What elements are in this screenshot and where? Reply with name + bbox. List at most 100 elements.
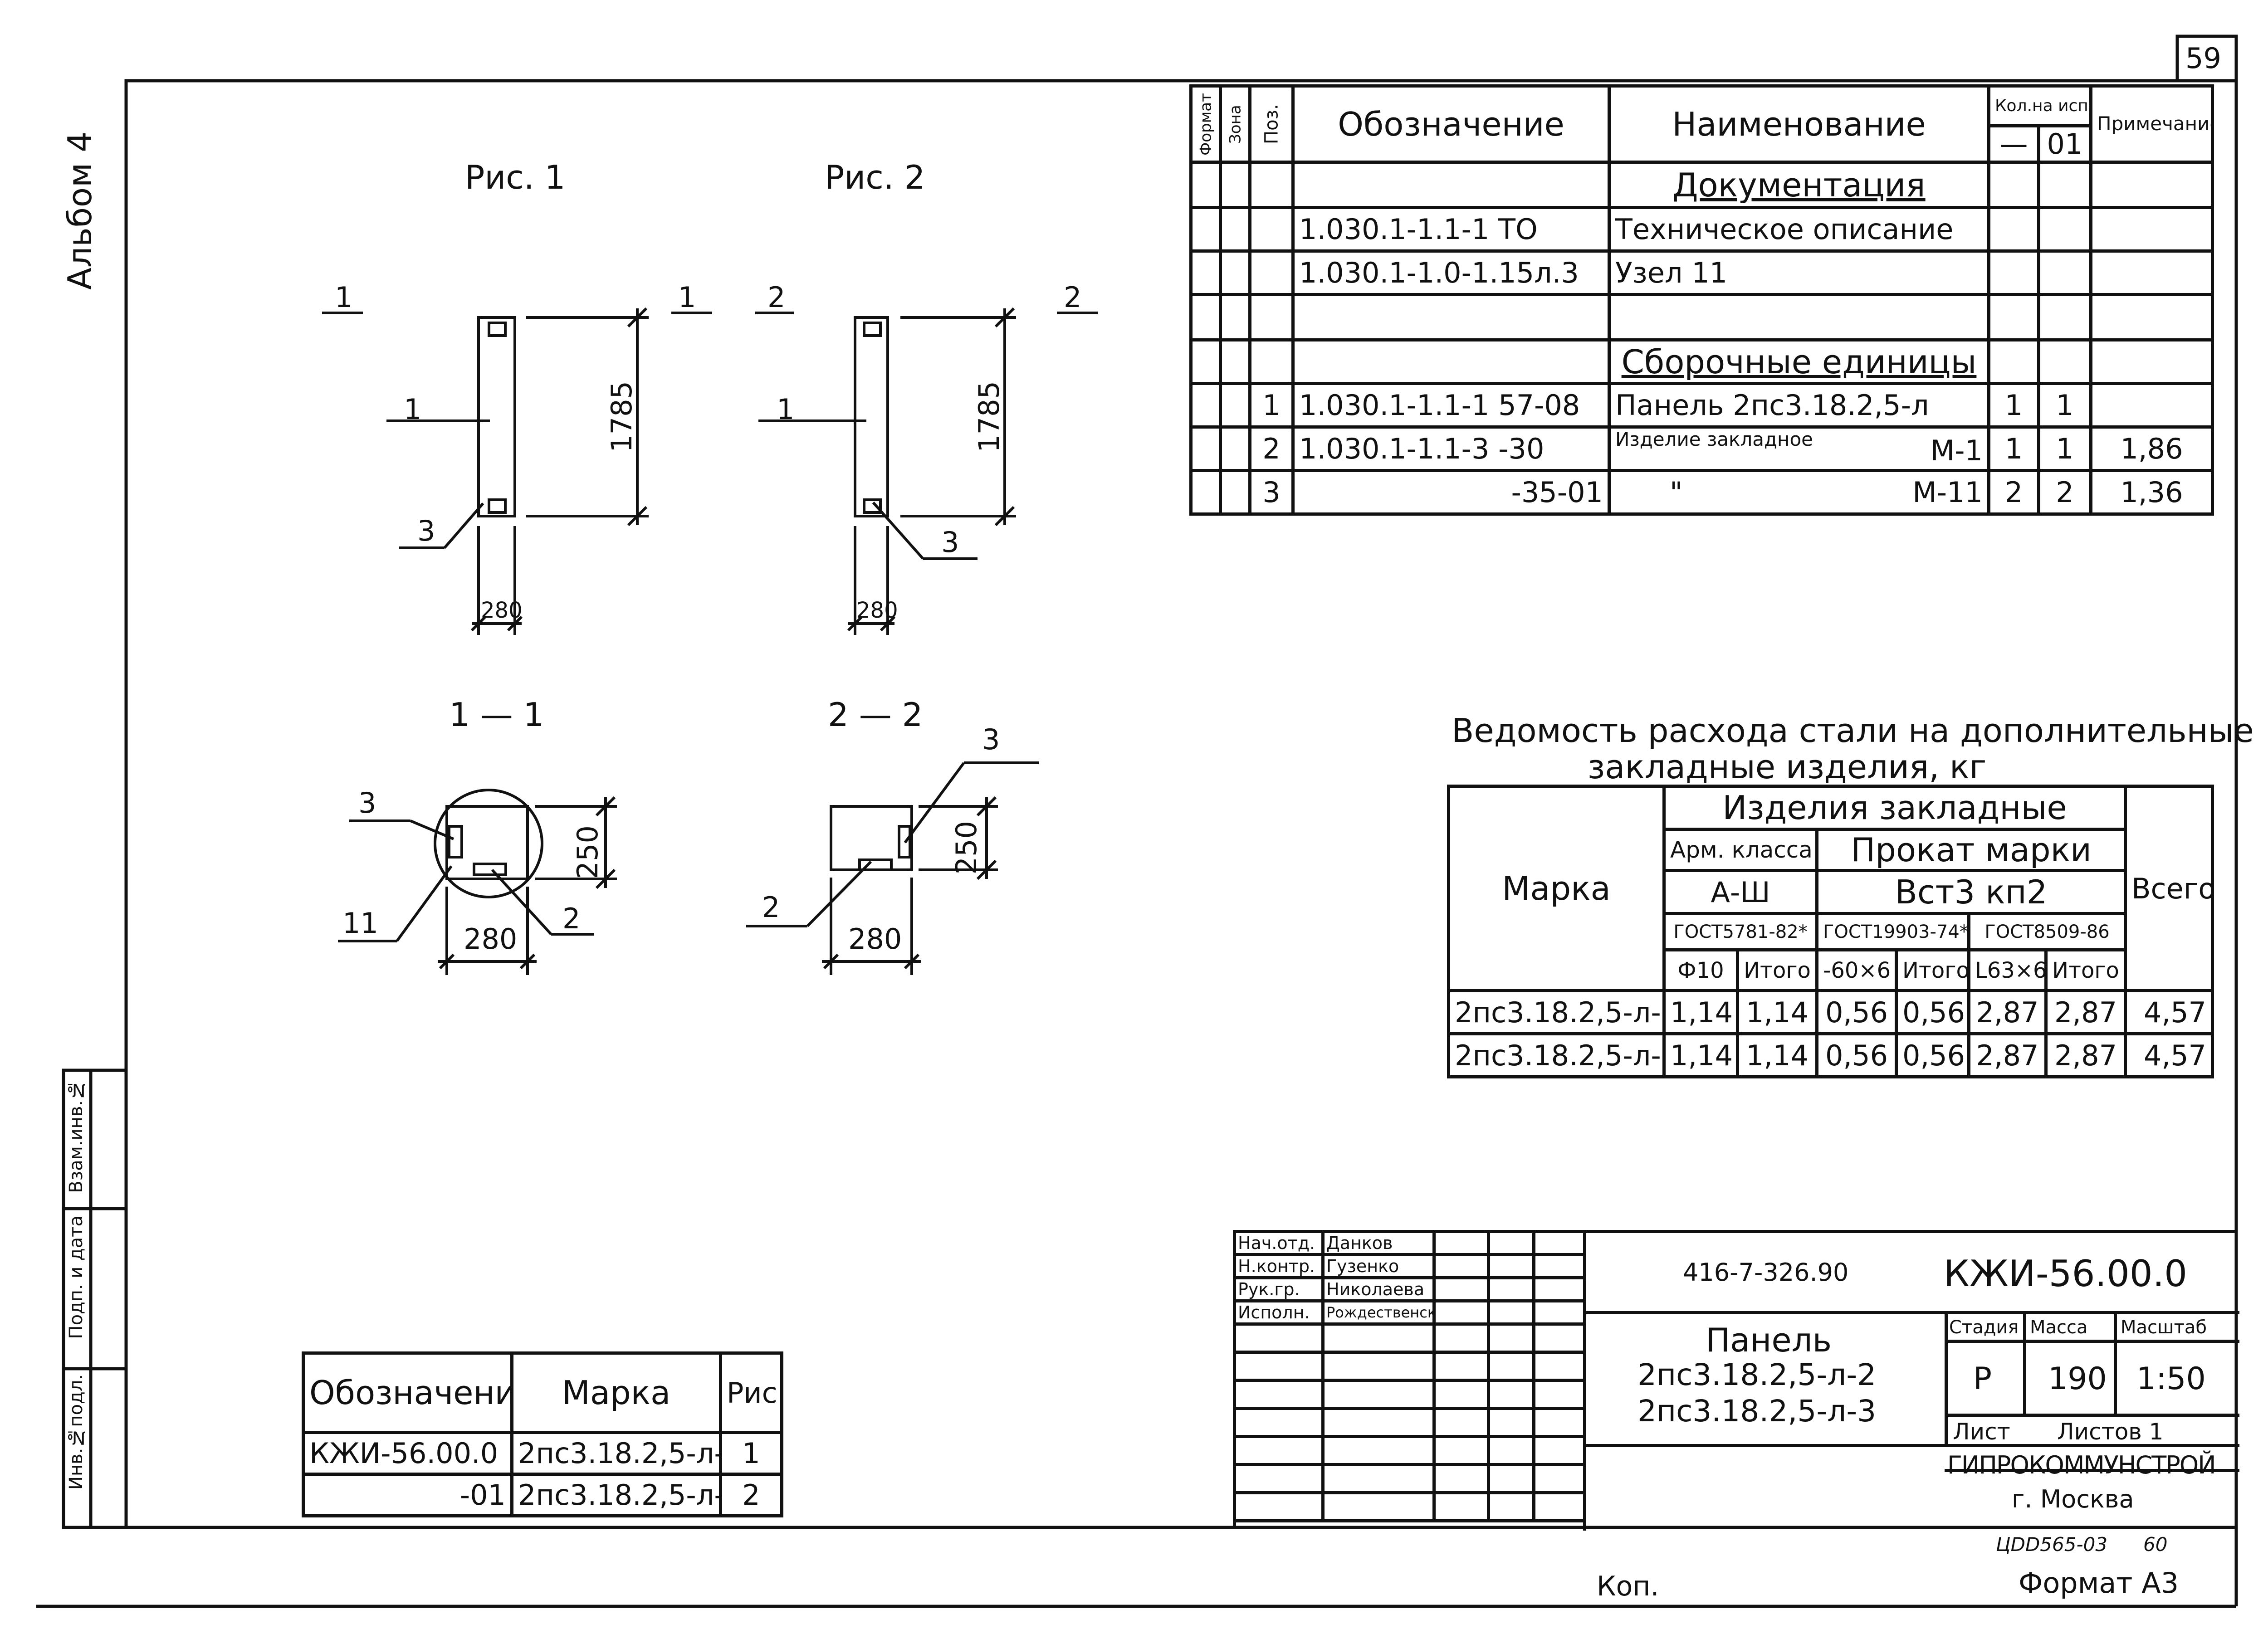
sec22-callout-2: 2	[762, 891, 780, 924]
sheet-frame	[124, 79, 2238, 1529]
steel-h-arm: Арм. класса	[1662, 828, 1818, 872]
steel-h-gost5781: ГОСТ5781-82*	[1662, 912, 1818, 951]
cut2-right: 2	[1064, 281, 1082, 314]
spec-pos: 2	[1248, 425, 1295, 472]
spec-row: Сборочные единицы	[1189, 338, 2214, 385]
spec-section-assemblies: Сборочные единицы	[1608, 338, 1990, 385]
spec-designation: 1.030.1-1.0-1.15л.3	[1291, 249, 1611, 296]
role-label: Исполн.	[1233, 1299, 1325, 1326]
spec-designation: 1.030.1-1.1-1 ТО	[1291, 206, 1611, 253]
spec-section-docs: Документация	[1608, 161, 1990, 209]
sec11-callout-2: 2	[562, 902, 581, 935]
h-mass: Масса	[2030, 1317, 2088, 1338]
fig2-dim-width: 280	[856, 598, 898, 623]
steel-h-itogo1: Итого	[1736, 948, 1818, 992]
spec-designation: 1.030.1-1.1-3 -30	[1291, 425, 1611, 472]
stamp-inv-podl: Инв.№подл.	[66, 1374, 87, 1490]
section11-drawing	[338, 789, 617, 975]
fig1-title: Рис. 1	[465, 158, 566, 196]
spec-designation: 1.030.1-1.1-1 57-08	[1291, 382, 1611, 429]
spec-name: Изделие закладное	[1615, 428, 1813, 450]
role-label: Нач.отд.	[1233, 1230, 1325, 1256]
spec-row: 1.030.1-1.0-1.15л.3 Узел 11	[1189, 249, 2214, 296]
copied-label: Коп.	[1597, 1571, 1659, 1602]
spec-pos: 1	[1248, 382, 1295, 429]
role-label: Н.контр.	[1233, 1253, 1325, 1279]
fig2-callout-3: 3	[941, 526, 959, 559]
cut2-left: 2	[767, 281, 786, 314]
stage-value: Р	[1973, 1361, 1992, 1397]
spec-mark: М-1	[1930, 434, 1983, 467]
mass-value: 190	[2048, 1361, 2107, 1397]
spec-qty-1: 2	[1987, 469, 2040, 516]
fig2-title: Рис. 2	[825, 158, 925, 196]
spec-name: Узел 11	[1608, 249, 1990, 296]
spec-name-cell: " М-11	[1608, 469, 1990, 516]
role-label: Рук.гр.	[1233, 1276, 1325, 1302]
spec-note	[2089, 382, 2214, 429]
spec-note: 1,86	[2089, 425, 2214, 472]
steel-h-prokat: Прокат марки	[1815, 828, 2127, 872]
variants-row: -01 2пс3.18.2,5-л-3 2	[302, 1473, 783, 1517]
fig2-dim-height: 1785	[973, 381, 1006, 453]
variants-designation: -01	[302, 1473, 513, 1517]
steel-h-itogo2: Итого	[1895, 948, 1970, 992]
section22-drawing	[746, 761, 1039, 975]
steel-h-vst3: Вст3 кп2	[1815, 869, 2127, 915]
steel-marka: 2пс3.18.2,5-л-2	[1447, 989, 1666, 1035]
sec11-dim-width: 280	[464, 922, 518, 956]
steel-h-f10: Ф10	[1662, 948, 1739, 992]
title-line2: 2пс3.18.2,5-л-2	[1637, 1357, 1877, 1392]
spec-h-format: Формат	[1191, 86, 1221, 162]
spec-h-designation: Обозначение	[1291, 84, 1611, 164]
format-label: Формат А3	[2019, 1566, 2179, 1600]
spec-qty-1: 1	[1987, 382, 2040, 429]
spec-name: "	[1670, 476, 1683, 509]
spec-row: Документация	[1189, 161, 2214, 209]
sheet-label: Лист	[1953, 1419, 2010, 1445]
role-name: Гузенко	[1321, 1253, 1436, 1279]
steel-h-vsego: Всего	[2124, 785, 2214, 992]
sec11-callout-11: 11	[342, 907, 378, 940]
variants-row: КЖИ-56.00.0 2пс3.18.2,5-л-2 1	[302, 1431, 783, 1476]
spec-name: Техническое описание	[1608, 206, 1990, 253]
spec-note: 1,36	[2089, 469, 2214, 516]
project-code: 416-7-326.90	[1683, 1258, 1849, 1287]
steel-h-marka: Марка	[1447, 785, 1666, 992]
variants-h-designation: Обозначение	[302, 1351, 513, 1434]
fig1-dim-width: 280	[481, 598, 523, 623]
fig2-callout-1: 1	[777, 393, 795, 426]
sec22-dim-depth: 250	[950, 821, 983, 875]
side-stamp-strip	[62, 1068, 128, 1529]
h-stage: Стадия	[1949, 1317, 2019, 1338]
cut1-left: 1	[335, 281, 353, 314]
role-name: Николаева	[1321, 1276, 1436, 1302]
spec-row	[1189, 293, 2214, 341]
archive-page: 60	[2143, 1533, 2168, 1556]
spec-pos: 3	[1248, 469, 1295, 516]
fig1-drawing	[322, 307, 712, 635]
album-label: Альбом 4	[61, 132, 99, 290]
spec-h-qty-dash: —	[1987, 124, 2040, 164]
stamp-vzam-inv: Взам.инв.№	[66, 1079, 87, 1193]
spec-h-name: Наименование	[1608, 84, 1990, 164]
city: г. Москва	[2012, 1485, 2134, 1513]
spec-qty-2: 1	[2037, 382, 2093, 429]
spec-designation: -35-01	[1291, 469, 1611, 516]
steel-h-itogo3: Итого	[2044, 948, 2127, 992]
section11-title: 1 — 1	[449, 696, 544, 734]
fig1-callout-1: 1	[404, 393, 422, 426]
fig1-callout-3: 3	[417, 514, 435, 547]
steel-h-gost8509: ГОСТ8509-86	[1967, 912, 2127, 951]
role-name: Рождественский	[1321, 1299, 1436, 1326]
spec-row: 2 1.030.1-1.1-3 -30 Изделие закладное М-…	[1189, 425, 2214, 472]
spec-mark: М-11	[1912, 476, 1983, 509]
page-number: 59	[2185, 42, 2221, 75]
scale-value: 1:50	[2136, 1361, 2206, 1397]
section22-title: 2 — 2	[828, 696, 923, 734]
steel-row: 2пс3.18.2,5-л-3 1,14 1,14 0,56 0,56 2,87…	[1447, 1032, 2214, 1078]
steel-h-60x6: -60×6	[1815, 948, 1898, 992]
h-scale: Масштаб	[2121, 1317, 2207, 1338]
title-block: Нач.отд. Данков Н.контр. Гузенко Рук.гр.…	[1233, 1230, 2239, 1531]
